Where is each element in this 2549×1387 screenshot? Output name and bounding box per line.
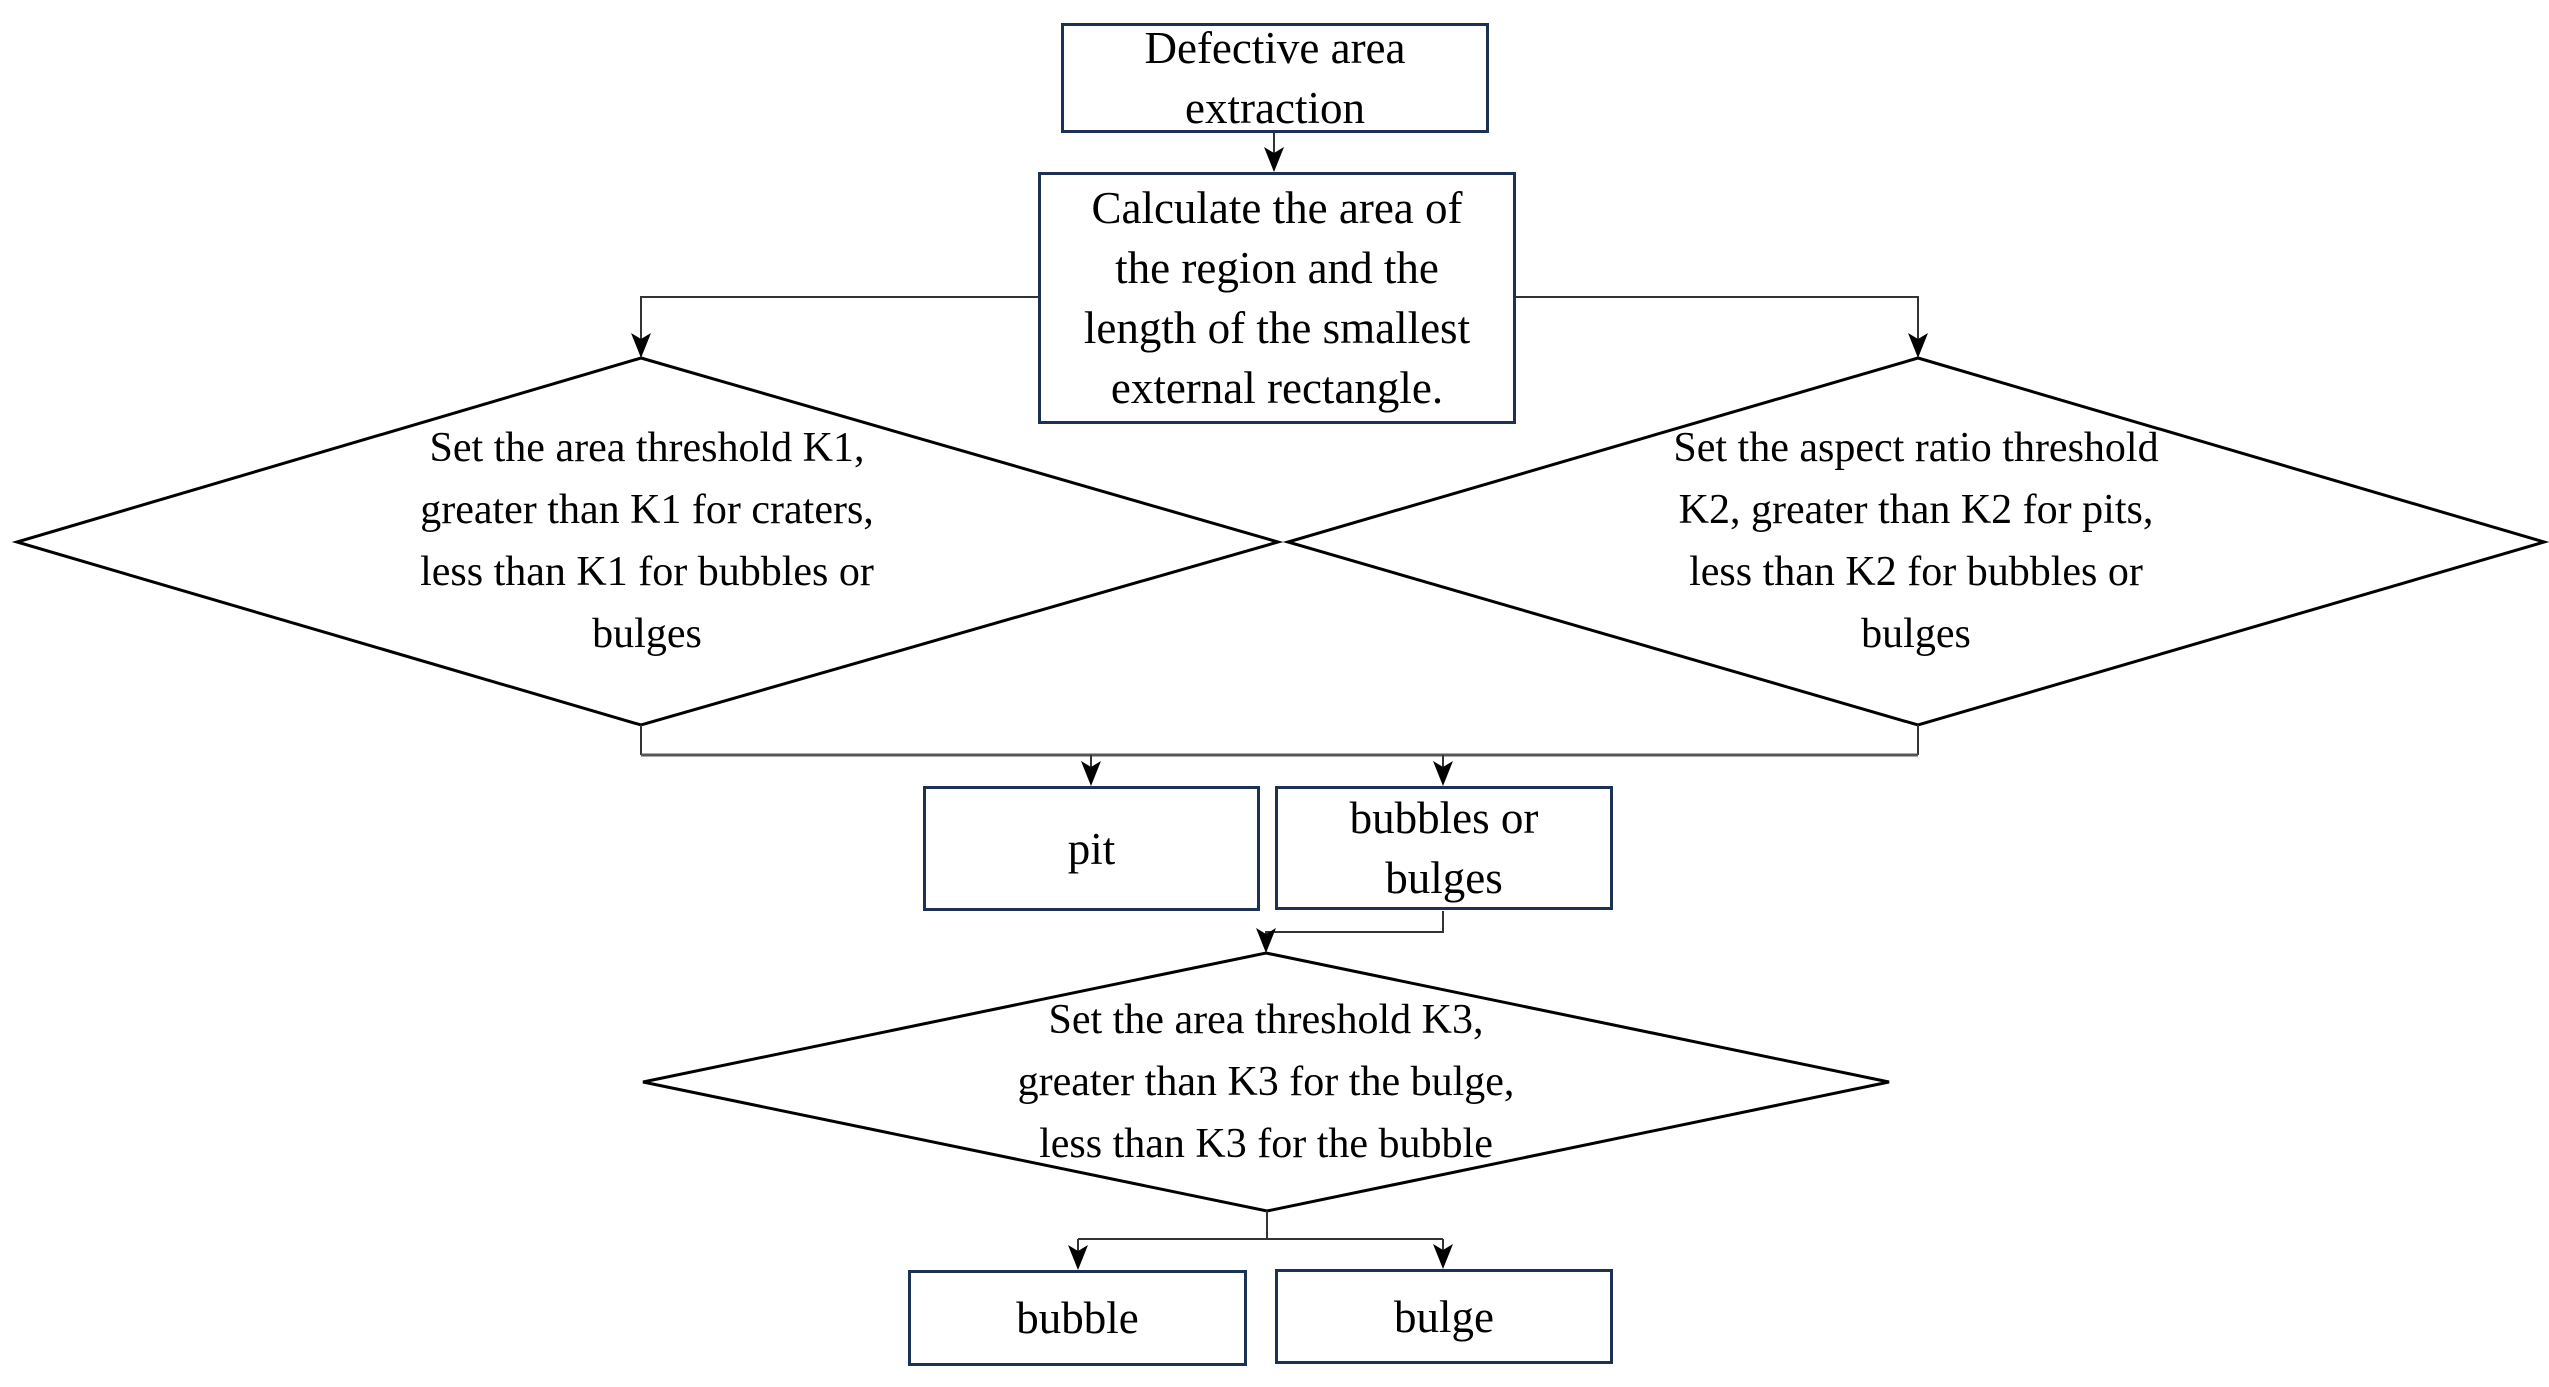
decision-k3-shape: [642, 951, 1890, 1213]
bubble-box: bubble: [908, 1270, 1247, 1366]
arrow-process-to-k2: [1516, 296, 1928, 358]
bulge-box: bulge: [1275, 1269, 1613, 1364]
arrow-start-to-process: [1264, 133, 1284, 172]
arrow-bus-to-bubbles-or-bulges: [1433, 755, 1453, 786]
arrow-bubbles-to-k3: [1256, 911, 1444, 953]
arrow-bus-to-pit: [1081, 755, 1101, 786]
bubbles-or-bulges-box: bubbles or bulges: [1275, 786, 1613, 910]
arrow-split-to-bulge: [1433, 1239, 1453, 1269]
process-box: Calculate the area of the region and the…: [1038, 172, 1516, 424]
pit-box: pit: [923, 786, 1260, 911]
start-box-label: Defective area extraction: [1144, 23, 1406, 133]
pit-box-label: pit: [1067, 823, 1116, 874]
bulge-box-label: bulge: [1394, 1291, 1494, 1342]
start-box: Defective area extraction: [1061, 23, 1489, 133]
bubbles-or-bulges-box-label: bubbles or bulges: [1349, 793, 1539, 903]
process-box-label: Calculate the area of the region and the…: [1083, 183, 1471, 413]
arrow-split-to-bubble: [1068, 1239, 1088, 1270]
arrow-process-to-k1: [631, 296, 1038, 358]
bubble-box-label: bubble: [1016, 1293, 1139, 1343]
